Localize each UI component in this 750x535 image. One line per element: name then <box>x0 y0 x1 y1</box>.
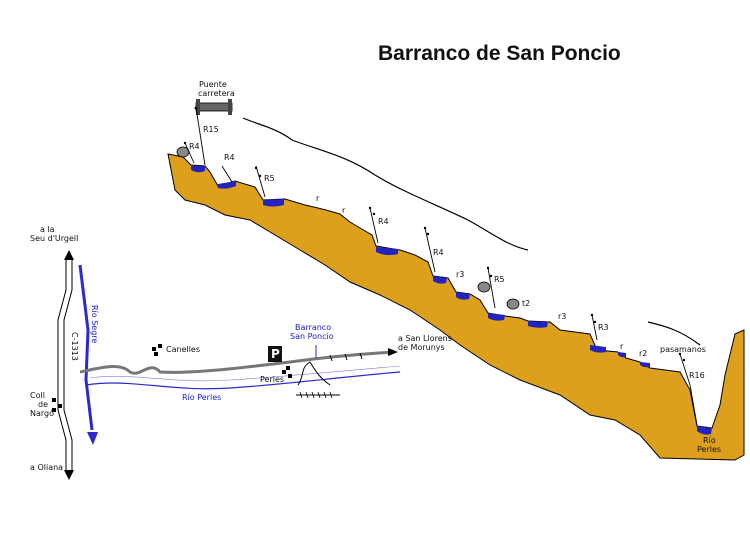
canyon-symbol <box>297 361 331 386</box>
pool <box>456 292 470 300</box>
coll-de-nargo-icon <box>52 398 62 412</box>
barranco-label-line1: Barranco <box>295 323 331 332</box>
boulder <box>477 281 491 293</box>
seu-label-line1: a la <box>40 225 55 234</box>
bridge-label-line1: Puente <box>199 80 227 89</box>
bridge-icon <box>195 99 233 115</box>
rappel-label: r <box>316 194 320 203</box>
road-main <box>79 350 396 375</box>
coll-label-line1: Coll <box>30 391 45 400</box>
river-perles-bank <box>89 365 401 382</box>
rappel-label: R4 <box>433 248 444 257</box>
pool <box>618 352 626 358</box>
river-end-label-line2: Perles <box>697 445 721 454</box>
llorens-label-line1: a San Llorens <box>398 334 452 343</box>
arrow-up-icon <box>64 250 74 260</box>
river-perles <box>85 371 401 390</box>
road-code-label: C-1313 <box>70 332 79 361</box>
rappel-label: R3 <box>598 323 609 332</box>
terrain-surface-line-right <box>647 321 701 346</box>
canyon-rock-body <box>167 153 745 461</box>
pool <box>191 166 205 173</box>
canelles-icon <box>152 344 162 356</box>
barranco-label-line2: San Poncio <box>290 332 334 341</box>
rappel-label: R4 <box>378 217 389 226</box>
pool <box>218 181 236 189</box>
pool <box>433 276 447 284</box>
rappel-label: r3 <box>558 312 566 321</box>
hatching-marks <box>299 391 333 399</box>
road-segment-marks <box>329 352 363 362</box>
rappel-label: r <box>620 342 624 351</box>
arrow-right-icon <box>388 348 398 356</box>
parking-icon: P <box>268 346 282 362</box>
rappel-label: t2 <box>522 299 530 308</box>
pool <box>488 313 505 321</box>
rappel-label: R5 <box>264 174 275 183</box>
coll-label-line2: de <box>38 400 48 409</box>
rappel-label: R16 <box>689 371 705 380</box>
pool <box>590 345 606 353</box>
pool <box>640 362 650 368</box>
rappel-label: r3 <box>456 270 464 279</box>
terrain-surface-line <box>242 117 529 251</box>
river-end-label-line1: Río <box>703 436 716 445</box>
rio-segre-label: Río Segre <box>90 305 99 343</box>
pool <box>376 247 398 256</box>
coll-label-line3: Nargó <box>30 408 54 418</box>
seu-label-line2: Seu d'Urgell <box>30 234 78 243</box>
rio-perles-label: Río Perles <box>182 393 221 402</box>
rappel-label: r2 <box>639 349 647 358</box>
pool-rio-perles <box>697 426 712 435</box>
bridge-label-line2: carretera <box>198 89 235 98</box>
location-map: P a la Seu d'Urgell C-1313 Río Segre Can… <box>30 225 452 480</box>
perles-label: Perles <box>260 375 284 384</box>
pool <box>263 199 284 207</box>
river-arrow-icon <box>87 432 98 445</box>
rappel-label: R4 <box>224 153 235 162</box>
canelles-label: Canelles <box>166 345 200 354</box>
map-title: Barranco de San Poncio <box>378 42 621 65</box>
parking-label: P <box>271 347 280 361</box>
rappel-label: R4 <box>189 142 200 151</box>
canyon-profile: Puente carretera R15 R4 R4 <box>167 80 745 461</box>
rappel-label: r <box>342 206 346 215</box>
pool <box>528 321 548 328</box>
arrow-down-icon <box>64 470 74 480</box>
perles-icon <box>282 366 292 378</box>
rappel-label: R5 <box>494 275 505 284</box>
boulder <box>506 298 520 310</box>
rappel-ropes <box>184 107 698 426</box>
oliana-label: a Oliana <box>30 463 63 472</box>
rappel-label: pasamanos <box>660 345 706 354</box>
river-segre <box>78 264 94 431</box>
rappel-label: R15 <box>203 125 219 134</box>
anchor-dots <box>183 106 686 362</box>
road-c1313 <box>57 260 67 470</box>
road-c1313-edge <box>63 260 73 470</box>
llorens-label-line2: de Morunys <box>398 343 445 352</box>
